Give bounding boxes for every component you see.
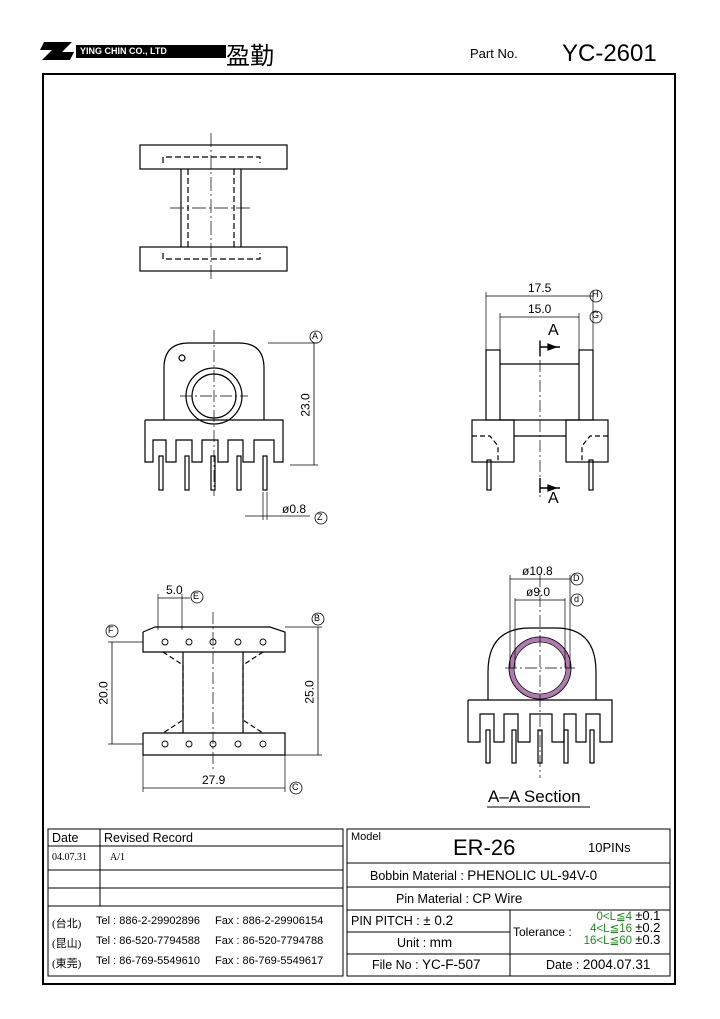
pin-pitch-row: PIN PITCH : ± 0.2 xyxy=(351,913,453,928)
unit-label: Unit : xyxy=(397,936,430,950)
contact-fax: Fax : 86-520-7794788 xyxy=(215,935,324,947)
contact-region: (昆山) xyxy=(52,938,82,950)
tolerance-label: Tolerance : xyxy=(513,925,572,939)
revision-row-date: 04.07.31 xyxy=(52,852,87,863)
dim-27-9: 27.9 xyxy=(202,773,226,787)
drawing-frame xyxy=(42,73,676,985)
file-no-label: File No : xyxy=(372,958,423,972)
contact-fax: Fax : 86-769-5549617 xyxy=(215,955,324,967)
bottom-pin-row-bottom xyxy=(161,740,267,748)
section-pins xyxy=(485,729,595,764)
bobbin-material-row: Bobbin Material : PHENOLIC UL-94V-0 xyxy=(370,868,597,883)
pin-pitch-label: PIN PITCH : xyxy=(351,914,424,928)
title-block-lines xyxy=(47,828,671,977)
pin-count: 10PINs xyxy=(588,840,631,855)
dim-23-0: 23.0 xyxy=(298,393,313,417)
part-no-label: Part No. xyxy=(470,46,518,61)
label-C: C xyxy=(292,782,299,792)
date-row: Date : 2004.07.31 xyxy=(546,957,650,972)
label-G: G xyxy=(592,310,600,320)
top-view xyxy=(139,133,288,282)
revision-record-header: Revised Record xyxy=(104,831,193,845)
dim-20-0: 20.0 xyxy=(96,681,111,705)
contact-fax: Fax : 886-2-29906154 xyxy=(215,915,324,927)
contact-tel: Tel : 86-520-7794588 xyxy=(96,935,200,947)
tolerance-value: ±0.3 xyxy=(635,932,661,947)
dim-5-0: 5.0 xyxy=(166,583,183,597)
logo-mark-icon xyxy=(40,42,226,60)
side-view xyxy=(471,289,609,500)
model-label: Model xyxy=(351,831,381,843)
dim-15-0: 15.0 xyxy=(528,302,552,316)
dim-25-0: 25.0 xyxy=(302,680,317,704)
tolerance-range: 0<L≦4 xyxy=(596,911,632,923)
pin-material-label: Pin Material : xyxy=(396,892,473,906)
revision-date-header: Date xyxy=(52,831,79,845)
date-label: Date : xyxy=(546,958,583,972)
unit-row: Unit : mm xyxy=(397,935,452,950)
model-value: ER-26 xyxy=(453,835,516,860)
dim-9-0: ø9.0 xyxy=(526,585,551,599)
label-d: d xyxy=(574,594,580,604)
label-H: H xyxy=(592,289,599,299)
company-name-cn: 盈勤 xyxy=(226,44,274,70)
tolerance-row: 0<L≦4 ±0.1 xyxy=(590,908,661,923)
section-mark-top: A xyxy=(548,322,559,339)
pin-material-value: CP Wire xyxy=(472,891,523,906)
contact-region: (台北) xyxy=(52,918,82,930)
bobbin-material-value: PHENOLIC UL-94V-0 xyxy=(467,868,598,883)
tolerance-value: ±0.1 xyxy=(635,908,661,923)
company-name-en: YING CHIN CO., LTD xyxy=(80,46,167,56)
section-mark-bottom: A xyxy=(548,490,559,507)
date-value: 2004.07.31 xyxy=(582,957,651,972)
pin-pitch-value: ± 0.2 xyxy=(423,913,454,928)
contact-tel: Tel : 886-2-29902896 xyxy=(96,915,200,927)
company-logo: YING CHIN CO., LTD xyxy=(40,40,230,62)
section-title: A–A Section xyxy=(488,787,581,806)
revision-row-record: A/1 xyxy=(110,852,125,863)
tolerance-value: ±0.2 xyxy=(635,920,661,935)
tolerance-range: 16<L≦60 xyxy=(583,935,632,947)
label-E: E xyxy=(193,591,200,601)
dim-pin-dia: ø0.8 xyxy=(282,502,307,516)
contact-region: (東莞) xyxy=(52,958,82,970)
dim-10-8: ø10.8 xyxy=(522,564,553,578)
front-view xyxy=(144,330,328,525)
label-B: B xyxy=(314,613,321,623)
pin-material-row: Pin Material : CP Wire xyxy=(396,891,522,906)
label-D: D xyxy=(573,573,580,583)
file-no-value: YC-F-507 xyxy=(422,957,481,972)
part-no-value: YC-2601 xyxy=(562,40,657,67)
tolerance-row: 16<L≦60 ±0.3 xyxy=(572,932,661,947)
bottom-pin-row-top xyxy=(161,638,267,646)
bobbin-material-label: Bobbin Material : xyxy=(370,869,468,883)
unit-value: mm xyxy=(429,935,453,950)
label-A: A xyxy=(312,331,319,341)
contact-tel: Tel : 86-769-5549610 xyxy=(96,955,200,967)
tolerance-range: 4<L≦16 xyxy=(590,923,632,935)
bottom-view xyxy=(105,590,325,795)
dim-17-5: 17.5 xyxy=(528,281,552,295)
tolerance-row: 4<L≦16 ±0.2 xyxy=(578,920,661,935)
section-view xyxy=(467,572,613,808)
front-pins xyxy=(158,455,268,491)
file-no-row: File No : YC-F-507 xyxy=(372,957,481,972)
label-Z: Z xyxy=(317,512,323,522)
label-F: F xyxy=(108,625,114,635)
